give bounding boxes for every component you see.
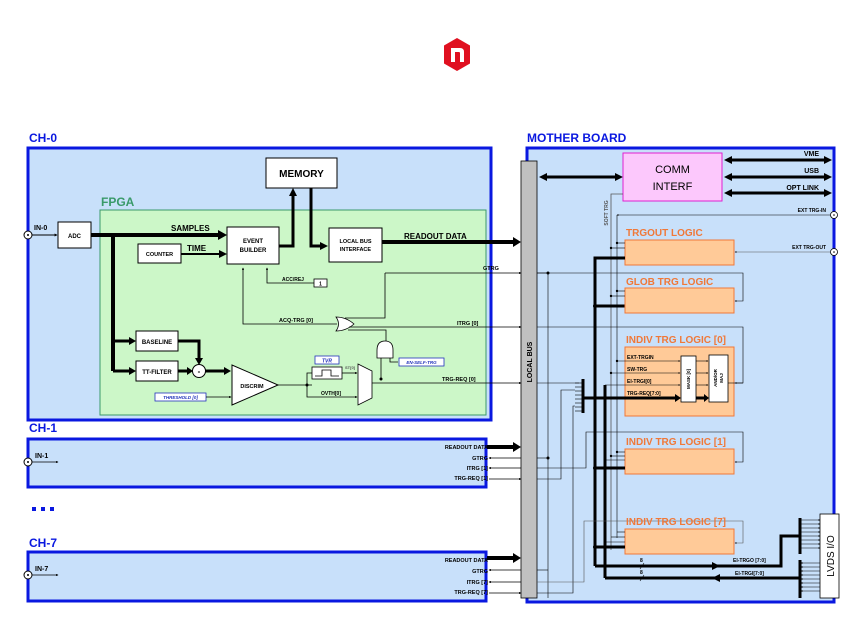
soft-trg-label: SOFT TRG xyxy=(604,200,610,225)
comm-interf-block xyxy=(622,152,723,202)
tt-filter-label: TT-FILTER xyxy=(142,370,172,376)
indiv1-title: INDIV TRG LOGIC [1] xyxy=(626,437,726,448)
local-bus-label: LOCAL BUS xyxy=(527,341,534,382)
hexagon-n-logo-icon xyxy=(444,38,470,71)
tvr-label: TVR xyxy=(322,359,332,365)
memory-block xyxy=(265,157,338,189)
ei-trgo-label: EI-TRGO [7:0] xyxy=(733,558,766,564)
itrg-label: ITRG [0] xyxy=(457,321,479,327)
lbi-label-2: INTERFACE xyxy=(340,247,372,253)
ei-trgi0-label: EI-TRGI[0] xyxy=(627,379,652,385)
ch7-trg-req-label: TRG-REQ [7] xyxy=(454,590,488,596)
ch1-title: CH-1 xyxy=(29,421,57,435)
in7-label: IN-7 xyxy=(35,566,48,573)
ch1-gtrg-label: GTRG xyxy=(472,456,488,462)
ch1-board xyxy=(26,437,488,489)
indiv7-title: INDIV TRG LOGIC [7] xyxy=(626,517,726,528)
mask-block xyxy=(680,355,697,403)
indiv1-block xyxy=(624,448,735,475)
ch7-readout-label: READOUT DATA xyxy=(445,558,488,564)
event-builder-label-2: BUILDER xyxy=(240,248,267,254)
ch1-trg-req-label: TRG-REQ [1] xyxy=(454,476,488,482)
ch7-gtrg-label: GTRG xyxy=(472,569,488,575)
trg-req-bus-label: TRG-REQ[7:0] xyxy=(627,391,661,397)
comm-label-1: COMM xyxy=(655,164,690,176)
adc-block xyxy=(57,221,92,249)
ch1-readout-label: READOUT DATA xyxy=(445,445,488,451)
mask-label: MASK [0] xyxy=(686,368,691,389)
or-gate-icon xyxy=(335,316,355,332)
ext-trg-out-label: EXT TRG-OUT xyxy=(792,245,826,251)
discriminator-icon xyxy=(231,364,280,406)
trgout-logic-title: TRGOUT LOGIC xyxy=(626,228,703,239)
readout-data-label: READOUT DATA xyxy=(404,232,467,241)
discrim-label: DISCRIM xyxy=(240,384,264,390)
trg-req-label: TRG-REQ [0] xyxy=(442,377,476,383)
acc-rej-label: ACC/REJ xyxy=(282,277,304,283)
and-or-maj-block xyxy=(708,354,729,403)
ch7-title: CH-7 xyxy=(29,536,57,550)
andor-label: AND/OR xyxy=(713,368,718,386)
adc-label: ADC xyxy=(68,234,82,240)
threshold-label: THRESHOLD [0] xyxy=(163,395,198,400)
fpga-title: FPGA xyxy=(101,195,135,209)
acc-rej-const xyxy=(313,278,328,288)
ch7-itrg-label: ITRG [7] xyxy=(467,580,489,586)
ei-trgi-label: EI-TRGI[7:0] xyxy=(735,571,764,577)
ext-trgin-label: EXT-TRGIN xyxy=(627,355,654,361)
and-gate-icon xyxy=(376,340,394,359)
lbi-label-1: LOCAL BUS xyxy=(340,239,372,245)
tvr-param-box xyxy=(314,355,340,365)
mother-board-title: MOTHER BOARD xyxy=(527,131,627,145)
tvr-block xyxy=(311,366,343,380)
in0-label: IN-0 xyxy=(34,225,47,232)
glob-trg-logic-title: GLOB TRG LOGIC xyxy=(626,277,713,288)
vme-link[interactable]: VME xyxy=(804,151,820,158)
baseline-label: BASELINE xyxy=(142,340,172,346)
ch1-itrg-label: ITRG [1] xyxy=(467,466,489,472)
memory-label: MEMORY xyxy=(279,169,324,180)
usb-link[interactable]: USB xyxy=(804,168,819,175)
lvds-io-label: LVDS I/O xyxy=(826,535,837,577)
event-builder-label-1: EVENT xyxy=(243,239,263,245)
lvds-io-block[interactable] xyxy=(819,513,840,599)
mux-icon xyxy=(357,363,373,406)
ellipsis xyxy=(32,507,54,511)
ei-trgo-width: 8 xyxy=(640,558,643,564)
local-bus-interface-block xyxy=(328,227,383,263)
subtract-label: - xyxy=(198,367,201,376)
glob-trg-logic-block xyxy=(624,287,735,314)
en-self-trg-box xyxy=(398,357,445,367)
indiv0-title: INDIV TRG LOGIC [0] xyxy=(626,335,726,346)
gtrg-label: GTRG xyxy=(483,266,499,272)
ovth-label: OVTH[0] xyxy=(321,391,341,397)
sw-trg-label: SW-TRG xyxy=(627,367,647,373)
ext-trg-in-label: EXT TRG-IN xyxy=(798,208,827,214)
ch7-board xyxy=(26,550,488,603)
acq-trg-label: ACQ-TRG [0] xyxy=(279,318,313,324)
time-label: TIME xyxy=(187,244,207,253)
opt-link[interactable]: OPT LINK xyxy=(786,185,819,192)
samples-label: SAMPLES xyxy=(171,224,210,233)
event-builder-block xyxy=(226,226,280,265)
counter-label: COUNTER xyxy=(146,252,173,258)
maj-label: MAJ xyxy=(719,373,724,383)
indiv7-block xyxy=(624,528,735,555)
local-bus xyxy=(520,160,538,599)
st-label: ST[0] xyxy=(345,365,356,370)
en-self-trg-label: EN-SELF-TRG xyxy=(406,360,437,365)
ch0-title: CH-0 xyxy=(29,131,57,145)
ei-trgi-width: 8 xyxy=(640,570,643,576)
comm-label-2: INTERF xyxy=(653,181,693,193)
in1-label: IN-1 xyxy=(35,453,48,460)
trgout-logic-block xyxy=(624,239,735,266)
acc-rej-value: 1 xyxy=(319,282,322,288)
